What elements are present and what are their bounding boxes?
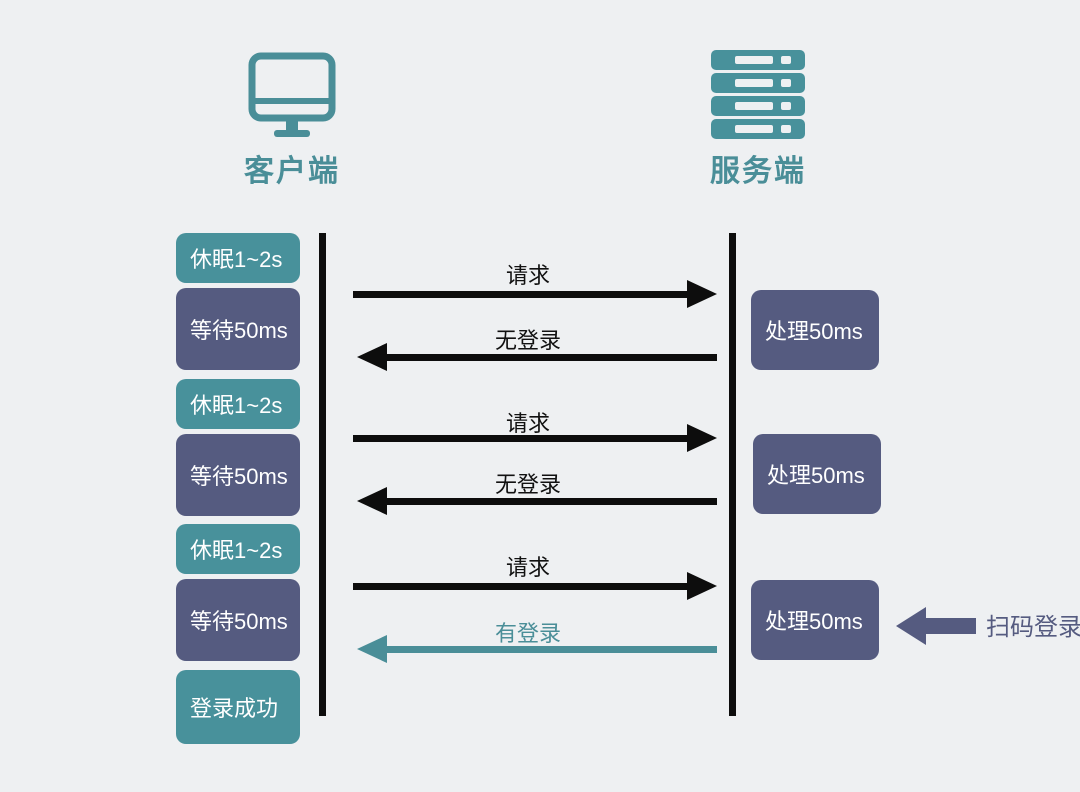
client-box-5: 休眠1~2s [176, 524, 300, 574]
response-2-arrowhead [357, 487, 387, 515]
scan-login-arrow-icon [896, 605, 976, 652]
server-box-2: 处理50ms [753, 434, 881, 514]
server-box-1: 处理50ms [751, 290, 879, 370]
response-3-shaft [387, 646, 717, 653]
response-2-label: 无登录 [494, 472, 562, 497]
client-box-4: 等待50ms [176, 434, 300, 516]
request-1-label: 请求 [505, 263, 551, 288]
scan-login-label: 扫码登录 [986, 614, 1080, 641]
request-2-arrowhead [687, 424, 717, 452]
server-rack-icon [658, 46, 858, 147]
response-1-arrowhead [357, 343, 387, 371]
server-box-3: 处理50ms [751, 580, 879, 660]
client-box-6: 等待50ms [176, 579, 300, 661]
server-lifeline [729, 233, 736, 716]
desktop-monitor-icon [192, 46, 392, 147]
client-box-3: 休眠1~2s [176, 379, 300, 429]
actor-server-label: 服务端 [710, 155, 806, 188]
request-3-shaft [353, 583, 687, 590]
request-1-arrowhead [687, 280, 717, 308]
response-1-shaft [387, 354, 717, 361]
actor-client-label: 客户端 [244, 155, 340, 188]
response-3-arrowhead [357, 635, 387, 663]
client-box-3-label: 休眠1~2s [190, 393, 283, 418]
actor-server: 服务端 [658, 46, 858, 188]
request-3-label: 请求 [505, 555, 551, 580]
response-1-label: 无登录 [494, 328, 562, 353]
client-lifeline [319, 233, 326, 716]
server-box-2-label: 处理50ms [767, 463, 865, 488]
client-box-7: 登录成功 [176, 670, 300, 744]
client-box-2-label: 等待50ms [190, 318, 288, 343]
client-box-1: 休眠1~2s [176, 233, 300, 283]
client-box-1-label: 休眠1~2s [190, 247, 283, 272]
client-box-6-label: 等待50ms [190, 609, 288, 634]
request-2-label: 请求 [505, 411, 551, 436]
client-box-7-label: 登录成功 [190, 696, 279, 721]
response-2-shaft [387, 498, 717, 505]
request-3-arrowhead [687, 572, 717, 600]
server-box-1-label: 处理50ms [765, 319, 863, 344]
response-3-label: 有登录 [494, 621, 562, 646]
request-1-shaft [353, 291, 687, 298]
client-box-5-label: 休眠1~2s [190, 538, 283, 563]
request-2-shaft [353, 435, 687, 442]
client-box-4-label: 等待50ms [190, 464, 288, 489]
client-box-2: 等待50ms [176, 288, 300, 370]
server-box-3-label: 处理50ms [765, 609, 863, 634]
actor-client: 客户端 [192, 46, 392, 188]
